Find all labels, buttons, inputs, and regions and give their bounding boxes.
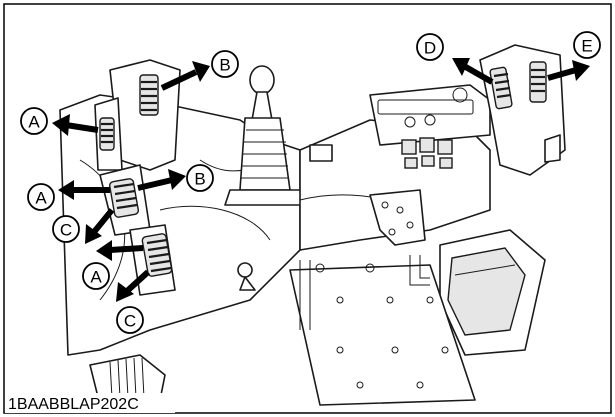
svg-text:B: B bbox=[194, 170, 205, 189]
callout-c-lower: C bbox=[116, 306, 144, 334]
arrow-c-middle bbox=[85, 208, 115, 244]
svg-text:A: A bbox=[90, 268, 102, 287]
figure-frame bbox=[3, 3, 612, 414]
vent-lower bbox=[141, 233, 173, 277]
pipes bbox=[299, 255, 430, 330]
callout-a-lower: A bbox=[82, 262, 110, 290]
storage-tray bbox=[439, 229, 546, 356]
callout-a-middle: A bbox=[27, 183, 55, 211]
callout-b-upper: B bbox=[211, 50, 239, 78]
svg-text:A: A bbox=[28, 113, 40, 132]
callout-b-middle: B bbox=[186, 164, 214, 192]
arrow-b-middle bbox=[137, 169, 186, 191]
callout-a-upper: A bbox=[20, 107, 48, 135]
arrow-a-upper bbox=[52, 114, 99, 136]
figure-id: 1BAABBLAP202C bbox=[8, 396, 139, 413]
side-bracket bbox=[369, 189, 426, 246]
control-lever bbox=[224, 65, 306, 206]
arrow-b-upper bbox=[160, 61, 210, 91]
small-switch-box bbox=[309, 144, 333, 162]
svg-text:C: C bbox=[60, 221, 72, 240]
callout-e: E bbox=[573, 31, 601, 59]
vent-d bbox=[489, 66, 513, 110]
lower-knob bbox=[237, 262, 256, 291]
svg-text:C: C bbox=[124, 312, 136, 331]
svg-text:A: A bbox=[35, 189, 47, 208]
vent-middle bbox=[108, 178, 140, 218]
figure-id-backdrop bbox=[5, 393, 175, 413]
callout-d: D bbox=[416, 33, 444, 61]
airflow-arrows bbox=[52, 58, 590, 302]
floor-plate bbox=[289, 264, 476, 406]
svg-text:D: D bbox=[424, 39, 436, 58]
arrow-e bbox=[547, 60, 590, 81]
right-control-panel bbox=[369, 84, 491, 169]
arrow-c-lower bbox=[116, 269, 151, 302]
callout-c-middle: C bbox=[52, 215, 80, 243]
vent-e bbox=[529, 61, 547, 103]
svg-text:B: B bbox=[219, 56, 230, 75]
arrow-a-lower bbox=[96, 240, 144, 261]
vent-b-upper bbox=[139, 74, 159, 116]
svg-text:E: E bbox=[581, 37, 592, 56]
arrow-a-middle bbox=[58, 180, 110, 200]
arrow-d bbox=[452, 58, 494, 85]
right-column bbox=[479, 44, 566, 176]
vent-a-upper bbox=[99, 117, 115, 151]
